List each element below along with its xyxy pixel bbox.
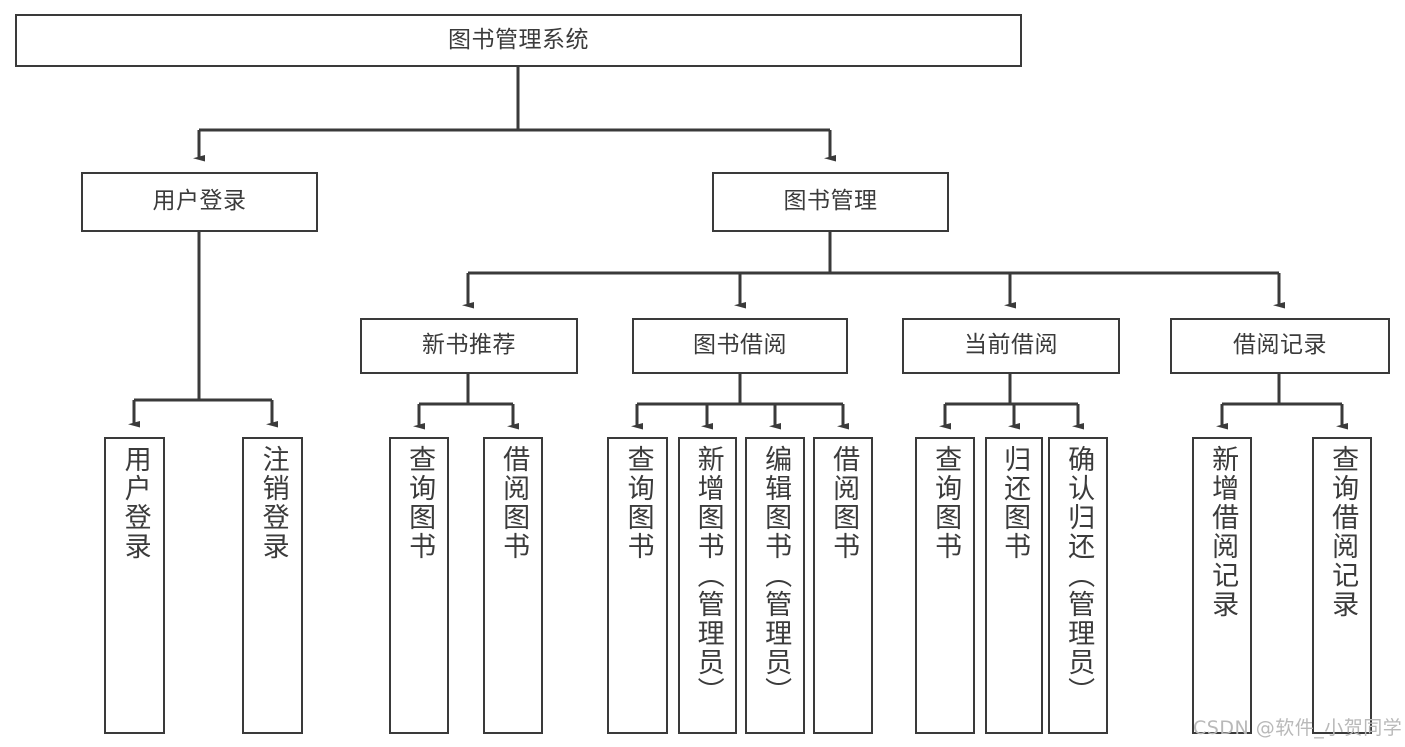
node-current-borrow[interactable]: 当前借阅 bbox=[902, 318, 1120, 374]
node-leaf-query-book-1-label: 查询图书 bbox=[404, 445, 436, 561]
node-leaf-return-book-label: 归还图书 bbox=[999, 445, 1031, 561]
node-book-manage[interactable]: 图书管理 bbox=[712, 172, 949, 232]
node-leaf-borrow-book-2-label: 借阅图书 bbox=[828, 445, 860, 561]
node-leaf-user-login[interactable]: 用户登录 bbox=[104, 437, 165, 734]
node-new-book-recommend[interactable]: 新书推荐 bbox=[360, 318, 578, 374]
connector-group-user-login bbox=[128, 232, 278, 428]
node-new-book-recommend-label: 新书推荐 bbox=[422, 332, 516, 359]
node-leaf-query-book-2[interactable]: 查询图书 bbox=[607, 437, 668, 734]
node-leaf-logout-label: 注销登录 bbox=[257, 445, 289, 561]
node-leaf-borrow-book-1[interactable]: 借阅图书 bbox=[483, 437, 543, 734]
connector-group-root bbox=[193, 67, 836, 162]
node-leaf-add-record-label: 新增借阅记录 bbox=[1207, 445, 1239, 619]
node-leaf-borrow-book-1-label: 借阅图书 bbox=[498, 445, 530, 561]
connector-group-new-book-recommend bbox=[413, 374, 519, 430]
node-root-label: 图书管理系统 bbox=[448, 26, 589, 53]
node-borrow-record-label: 借阅记录 bbox=[1233, 332, 1327, 359]
connector-group-borrow-record bbox=[1216, 374, 1348, 430]
connector-group-book-borrow bbox=[631, 374, 849, 430]
node-leaf-query-record-label: 查询借阅记录 bbox=[1327, 445, 1359, 619]
node-current-borrow-label: 当前借阅 bbox=[964, 332, 1058, 359]
node-leaf-query-record[interactable]: 查询借阅记录 bbox=[1312, 437, 1372, 734]
node-leaf-query-book-1[interactable]: 查询图书 bbox=[389, 437, 449, 734]
connector-group-book-manage bbox=[462, 232, 1285, 309]
node-user-login-label: 用户登录 bbox=[152, 188, 247, 215]
node-leaf-query-book-3[interactable]: 查询图书 bbox=[915, 437, 975, 734]
node-leaf-logout[interactable]: 注销登录 bbox=[242, 437, 303, 734]
node-book-manage-label: 图书管理 bbox=[783, 188, 878, 215]
node-borrow-record[interactable]: 借阅记录 bbox=[1170, 318, 1390, 374]
node-book-borrow-label: 图书借阅 bbox=[693, 332, 787, 359]
node-leaf-edit-book-label: 编辑图书（管理员） bbox=[760, 445, 792, 706]
node-leaf-add-book-label: 新增图书（管理员） bbox=[692, 445, 724, 706]
node-book-borrow[interactable]: 图书借阅 bbox=[632, 318, 848, 374]
node-leaf-query-book-2-label: 查询图书 bbox=[622, 445, 654, 561]
node-user-login[interactable]: 用户登录 bbox=[81, 172, 318, 232]
node-root[interactable]: 图书管理系统 bbox=[15, 14, 1022, 67]
node-leaf-borrow-book-2[interactable]: 借阅图书 bbox=[813, 437, 873, 734]
node-leaf-confirm-return-label: 确认归还（管理员） bbox=[1063, 445, 1095, 706]
node-leaf-add-book[interactable]: 新增图书（管理员） bbox=[678, 437, 737, 734]
node-leaf-return-book[interactable]: 归还图书 bbox=[985, 437, 1043, 734]
node-leaf-add-record[interactable]: 新增借阅记录 bbox=[1192, 437, 1252, 734]
node-leaf-confirm-return[interactable]: 确认归还（管理员） bbox=[1048, 437, 1108, 734]
node-leaf-edit-book[interactable]: 编辑图书（管理员） bbox=[745, 437, 805, 734]
node-leaf-query-book-3-label: 查询图书 bbox=[930, 445, 962, 561]
connector-group-current-borrow bbox=[939, 374, 1084, 430]
node-leaf-user-login-label: 用户登录 bbox=[119, 445, 151, 561]
